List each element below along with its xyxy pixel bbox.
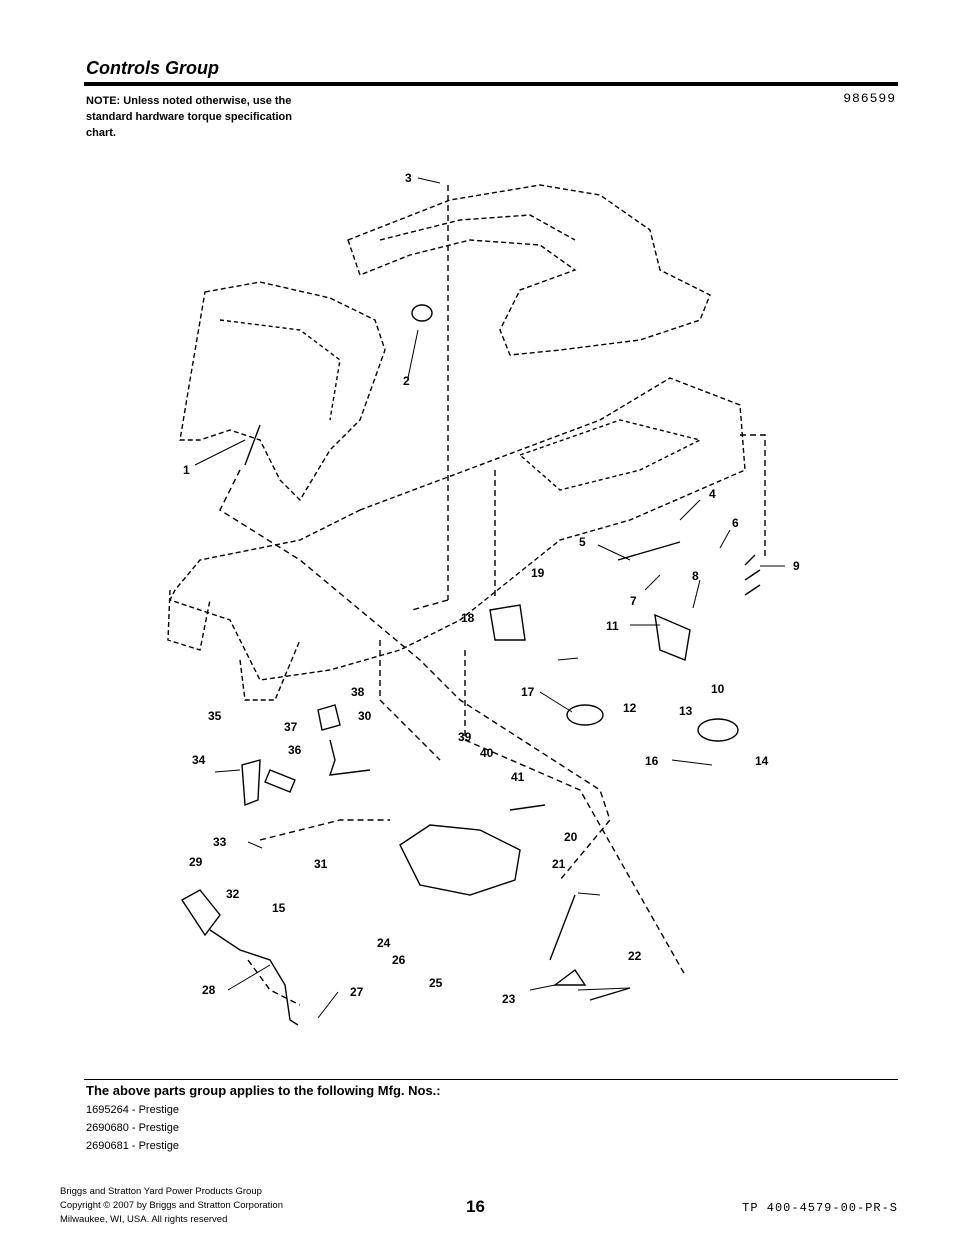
callout-9: 9 <box>793 559 800 573</box>
callout-36: 36 <box>288 743 302 757</box>
bracket-20 <box>399 824 521 896</box>
rod-1-top <box>244 424 261 466</box>
grip-38 <box>317 704 341 731</box>
list-item: 2690680 - Prestige <box>86 1122 179 1134</box>
callout-21: 21 <box>552 857 566 871</box>
callout-35: 35 <box>208 709 222 723</box>
copyright-block: Briggs and Stratton Yard Power Products … <box>60 1185 283 1227</box>
list-item: 2690681 - Prestige <box>86 1140 179 1152</box>
rod-5 <box>589 987 631 1001</box>
copyright-line: Copyright © 2007 by Briggs and Stratton … <box>60 1200 283 1211</box>
callout-25: 25 <box>429 976 443 990</box>
torque-note: NOTE: Unless noted otherwise, use the st… <box>86 95 292 139</box>
rod-5b <box>617 541 681 561</box>
lever-34 <box>241 759 261 806</box>
copyright-line: Milwaukee, WI, USA. All rights reserved <box>60 1214 228 1225</box>
callout-33: 33 <box>213 835 227 849</box>
pedal-arm <box>209 929 299 1026</box>
applies-heading: The above parts group applies to the fol… <box>86 1083 441 1098</box>
callout-17: 17 <box>521 685 535 699</box>
idler-pulley-17 <box>566 704 604 726</box>
callout-34: 34 <box>192 753 206 767</box>
callout-14: 14 <box>755 754 769 768</box>
lever-37 <box>328 739 371 776</box>
frame-outline <box>169 377 746 681</box>
callout-11: 11 <box>606 619 619 633</box>
callout-26: 26 <box>392 953 406 967</box>
knob-2 <box>411 304 433 322</box>
diagram-part-number: 986599 <box>843 91 896 106</box>
callout-27: 27 <box>350 985 364 999</box>
callout-22: 22 <box>628 949 642 963</box>
copyright-line: Briggs and Stratton Yard Power Products … <box>60 1186 262 1197</box>
footer-rule <box>84 1079 898 1080</box>
callout-40: 40 <box>480 746 494 760</box>
callout-32: 32 <box>226 887 240 901</box>
callout-5: 5 <box>579 535 586 549</box>
callout-23: 23 <box>502 992 516 1006</box>
title-rule <box>84 82 898 86</box>
callout-8: 8 <box>692 569 699 583</box>
callout-41: 41 <box>511 770 525 784</box>
spring-9 <box>744 554 761 596</box>
idler-pulley-14 <box>697 718 739 742</box>
bracket-19 <box>489 604 526 641</box>
mfg-number-list: 1695264 - Prestige 2690680 - Prestige 26… <box>86 1101 179 1155</box>
document-code: TP 400-4579-00-PR-S <box>742 1201 898 1215</box>
callout-6: 6 <box>732 516 739 530</box>
page-number: 16 <box>466 1197 485 1216</box>
callout-2: 2 <box>403 374 410 388</box>
hood-outline <box>347 184 711 356</box>
callout-16: 16 <box>645 754 659 768</box>
callout-31: 31 <box>314 857 328 871</box>
callout-15: 15 <box>272 901 286 915</box>
rod-1 <box>549 894 576 961</box>
callout-7: 7 <box>630 594 637 608</box>
callout-28: 28 <box>202 983 216 997</box>
callout-13: 13 <box>679 704 693 718</box>
callout-4: 4 <box>709 487 716 501</box>
callout-30: 30 <box>358 709 372 723</box>
callout-3: 3 <box>405 171 412 185</box>
callout-12: 12 <box>623 701 637 715</box>
page-title: Controls Group <box>86 58 219 78</box>
callout-29: 29 <box>189 855 203 869</box>
callout-39: 39 <box>458 730 472 744</box>
pedal-pad <box>181 889 221 937</box>
callout-38: 38 <box>351 685 365 699</box>
dash-panel-outline <box>179 281 386 502</box>
grip-36 <box>264 769 296 793</box>
callout-24: 24 <box>377 936 391 950</box>
link-23 <box>552 968 587 986</box>
callout-19: 19 <box>531 566 545 580</box>
callout-37: 37 <box>284 720 298 734</box>
arm-11 <box>654 613 691 661</box>
callout-18: 18 <box>461 611 475 625</box>
callout-20: 20 <box>564 830 578 844</box>
spring-41 <box>509 804 546 811</box>
callout-10: 10 <box>711 682 725 696</box>
list-item: 1695264 - Prestige <box>86 1104 179 1116</box>
callout-1: 1 <box>183 463 190 477</box>
